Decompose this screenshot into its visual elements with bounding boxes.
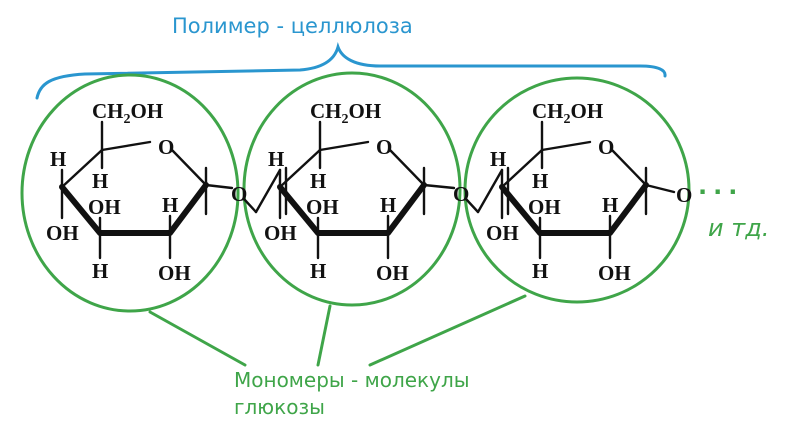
ring-bond-o-c1-3 — [610, 148, 648, 187]
c3-h-2: H — [310, 259, 326, 283]
monomer-ellipse-2 — [242, 71, 462, 307]
ring-front-bonds-1 — [59, 182, 209, 236]
c2-oh-3: OH — [598, 261, 631, 285]
glycosidic-bond-b-1 — [242, 197, 258, 214]
monomer-label-line1: Мономеры - молекулы — [234, 368, 470, 392]
ring-oxygen-1: O — [158, 135, 174, 159]
ring-bond-o-c1-1 — [170, 148, 208, 187]
c5-h-3: H — [532, 169, 548, 193]
c4-h-3: H — [490, 147, 506, 171]
pointer-line-1 — [148, 310, 247, 367]
c2-h-3: H — [602, 193, 618, 217]
c5-h-1: H — [92, 169, 108, 193]
c3-h-3: H — [532, 259, 548, 283]
c3-h-1: H — [92, 259, 108, 283]
polymer-brace — [35, 42, 667, 100]
ring-oxygen-2: O — [376, 135, 392, 159]
ring-bond-c5-o-2 — [318, 140, 370, 152]
ring-bond-c5-o-3 — [540, 140, 592, 152]
link-oxygen-2: O — [453, 182, 469, 206]
glycosidic-bond-c-1 — [254, 168, 282, 214]
ring-bond-o-c1-2 — [388, 148, 426, 187]
c2-oh-1: OH — [158, 261, 191, 285]
ring-front-bonds-3 — [499, 182, 649, 236]
c3-oh-3: OH — [528, 195, 561, 219]
glycosidic-bond-a-2 — [422, 183, 456, 190]
c4-oh-1: OH — [46, 221, 79, 245]
ch2oh-label-3: CH2OH — [532, 99, 603, 127]
ring-bond-c5-o-1 — [100, 140, 152, 152]
trailing-bond-3 — [644, 183, 676, 194]
monomer-label-line2: глюкозы — [234, 395, 325, 419]
c4-h-1: H — [50, 147, 66, 171]
glucose-rings: CH2OHOHHOHOHHHOHOCH2OHOHHOHOHHHOHOCH2OHO… — [46, 99, 692, 285]
c4-oh-3: OH — [486, 221, 519, 245]
polymer-title: Полимер - целлюлоза — [172, 14, 413, 38]
ring-bond-c4-c5-1 — [60, 148, 104, 189]
pointer-line-3 — [368, 294, 527, 367]
c2-oh-2: OH — [376, 261, 409, 285]
c5-h-2: H — [310, 169, 326, 193]
pointer-line-2 — [316, 304, 332, 367]
ring-bond-c4-c5-2 — [278, 148, 322, 189]
c3-oh-2: OH — [306, 195, 339, 219]
ring-oxygen-3: O — [598, 135, 614, 159]
ch2oh-label-2: CH2OH — [310, 99, 381, 127]
continuation-dots: ... — [698, 172, 743, 200]
ring-front-bonds-2 — [277, 182, 427, 236]
glycosidic-bond-c-2 — [476, 168, 504, 214]
ch2oh-label-1: CH2OH — [92, 99, 163, 127]
glycosidic-bond-a-1 — [204, 183, 234, 190]
c2-h-1: H — [162, 193, 178, 217]
c3-oh-1: OH — [88, 195, 121, 219]
monomer-ellipse-3 — [463, 76, 691, 304]
link-oxygen-1: O — [231, 182, 247, 206]
glycosidic-bond-b-2 — [464, 197, 480, 214]
c4-oh-2: OH — [264, 221, 297, 245]
trailing-oxygen-3: O — [676, 183, 692, 207]
monomer-ellipse-1 — [20, 73, 240, 313]
c4-h-2: H — [268, 147, 284, 171]
c2-h-2: H — [380, 193, 396, 217]
ring-bond-c4-c5-3 — [500, 148, 544, 189]
etc-note: и тд. — [708, 214, 769, 242]
